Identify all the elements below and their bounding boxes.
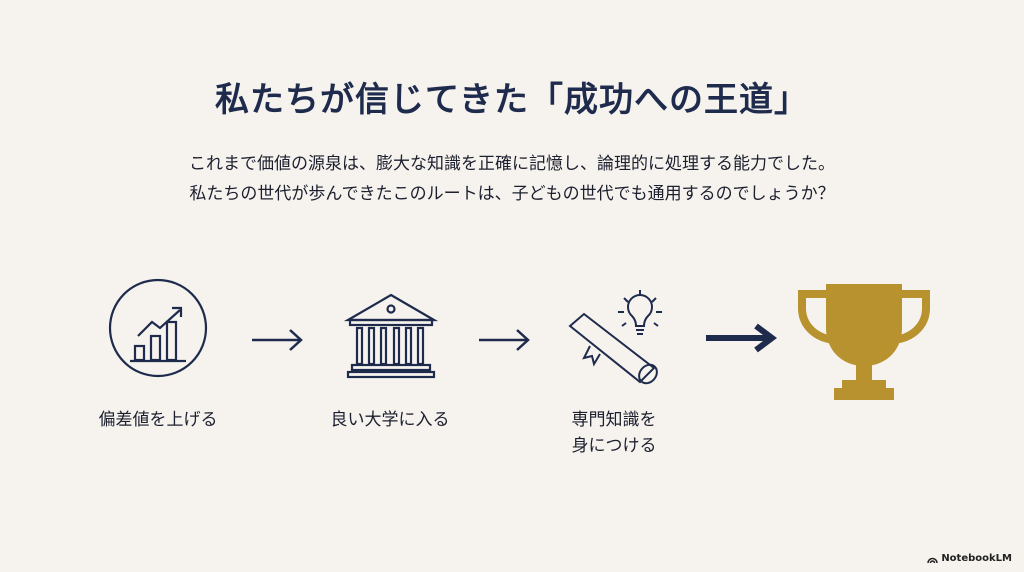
arrow-right-icon xyxy=(252,329,303,351)
trophy-icon xyxy=(798,284,930,400)
university-icon xyxy=(344,293,438,379)
page-title: 私たちが信じてきた「成功への王道」 xyxy=(215,80,809,120)
step-label-line-2: 身につける xyxy=(571,436,657,456)
arrow-right-icon xyxy=(479,329,530,351)
subtitle-line-2: 私たちの世代が歩んできたこのルートは、子どもの世代でも通用するのでしょうか？ xyxy=(189,184,835,204)
notebooklm-icon xyxy=(927,557,939,563)
arrow-right-bold-icon xyxy=(706,323,777,353)
step-label-line-1: 専門知識を xyxy=(571,410,657,430)
step-label-enter-university: 良い大学に入る xyxy=(330,410,450,430)
diploma-lightbulb-icon xyxy=(568,290,662,385)
subtitle-line-1: これまで価値の源泉は、膨大な知識を正確に記憶し、論理的に処理する能力でした。 xyxy=(189,154,835,174)
chart-growth-icon xyxy=(108,278,208,378)
notebooklm-logo: NotebookLM xyxy=(927,553,1012,564)
branding-text: NotebookLM xyxy=(941,553,1012,564)
step-label-gain-knowledge: 専門知識を 身につける xyxy=(514,407,714,459)
step-label-raise-score: 偏差値を上げる xyxy=(98,410,218,430)
